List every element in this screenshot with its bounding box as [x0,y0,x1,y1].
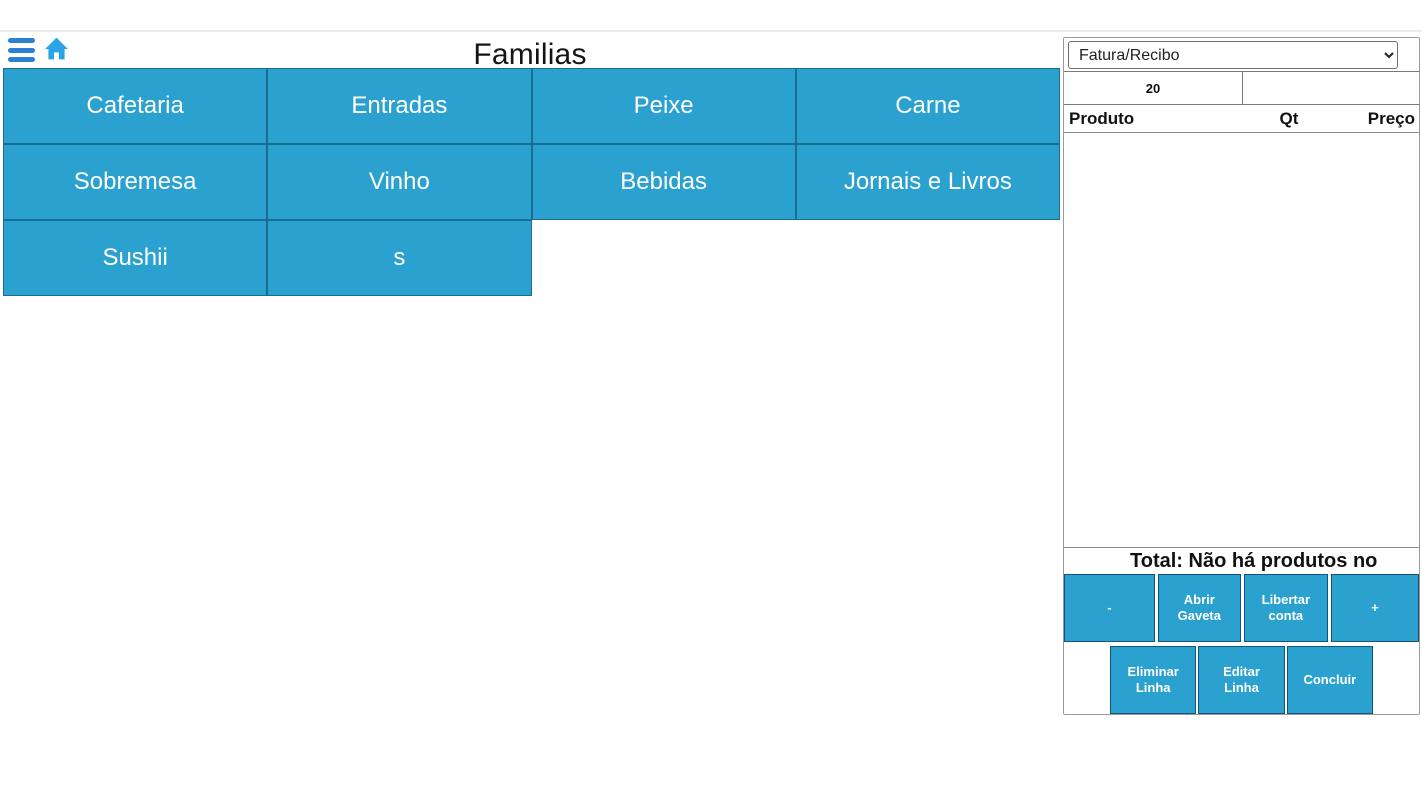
page-title: Familias [473,38,587,71]
action-row-1: - Abrir Gaveta Libertar conta + [1064,574,1420,642]
family-button-s[interactable]: s [267,220,532,296]
hamburger-bar [8,47,35,53]
family-button-carne[interactable]: Carne [795,68,1060,144]
top-divider [0,30,1422,32]
family-button-cafetaria[interactable]: Cafetaria [3,68,268,144]
receipt-line-items [1064,133,1419,547]
receipt-table-header: Produto Qt Preço [1064,105,1419,133]
family-button-entradas[interactable]: Entradas [267,68,532,144]
hamburger-menu-icon[interactable] [8,38,35,62]
families-grid: Cafetaria Entradas Peixe Carne Sobremesa… [3,68,1060,296]
hamburger-bar [8,38,35,43]
edit-line-button[interactable]: Editar Linha [1198,646,1285,714]
receipt-panel: Fatura/Recibo 20 Produto Qt Preço Total:… [1063,37,1420,715]
column-header-price: Preço [1367,108,1415,128]
account-row: 20 [1064,71,1419,105]
open-drawer-button[interactable]: Abrir Gaveta [1157,574,1241,642]
decrease-button[interactable]: - [1064,574,1155,642]
family-button-sobremesa[interactable]: Sobremesa [3,144,268,220]
column-header-product: Produto [1069,108,1135,128]
document-type-select[interactable]: Fatura/Recibo [1068,41,1398,69]
finish-button[interactable]: Concluir [1286,646,1373,714]
family-button-jornais-e-livros[interactable]: Jornais e Livros [795,144,1060,220]
action-row-2: Eliminar Linha Editar Linha Concluir [1064,646,1419,714]
column-header-qty: Qt [1279,108,1299,128]
home-icon[interactable] [42,34,71,63]
delete-line-button[interactable]: Eliminar Linha [1110,646,1197,714]
family-button-vinho[interactable]: Vinho [267,144,532,220]
account-number-field[interactable]: 20 [1064,72,1243,104]
increase-button[interactable]: + [1330,574,1420,642]
family-button-peixe[interactable]: Peixe [531,68,796,144]
family-button-sushii[interactable]: Sushii [3,220,268,296]
account-row-empty-cell [1243,72,1419,104]
release-account-button[interactable]: Libertar conta [1243,574,1328,642]
hamburger-bar [8,57,35,62]
family-button-bebidas[interactable]: Bebidas [531,144,796,220]
total-message: Total: Não há produtos no [1064,547,1419,574]
